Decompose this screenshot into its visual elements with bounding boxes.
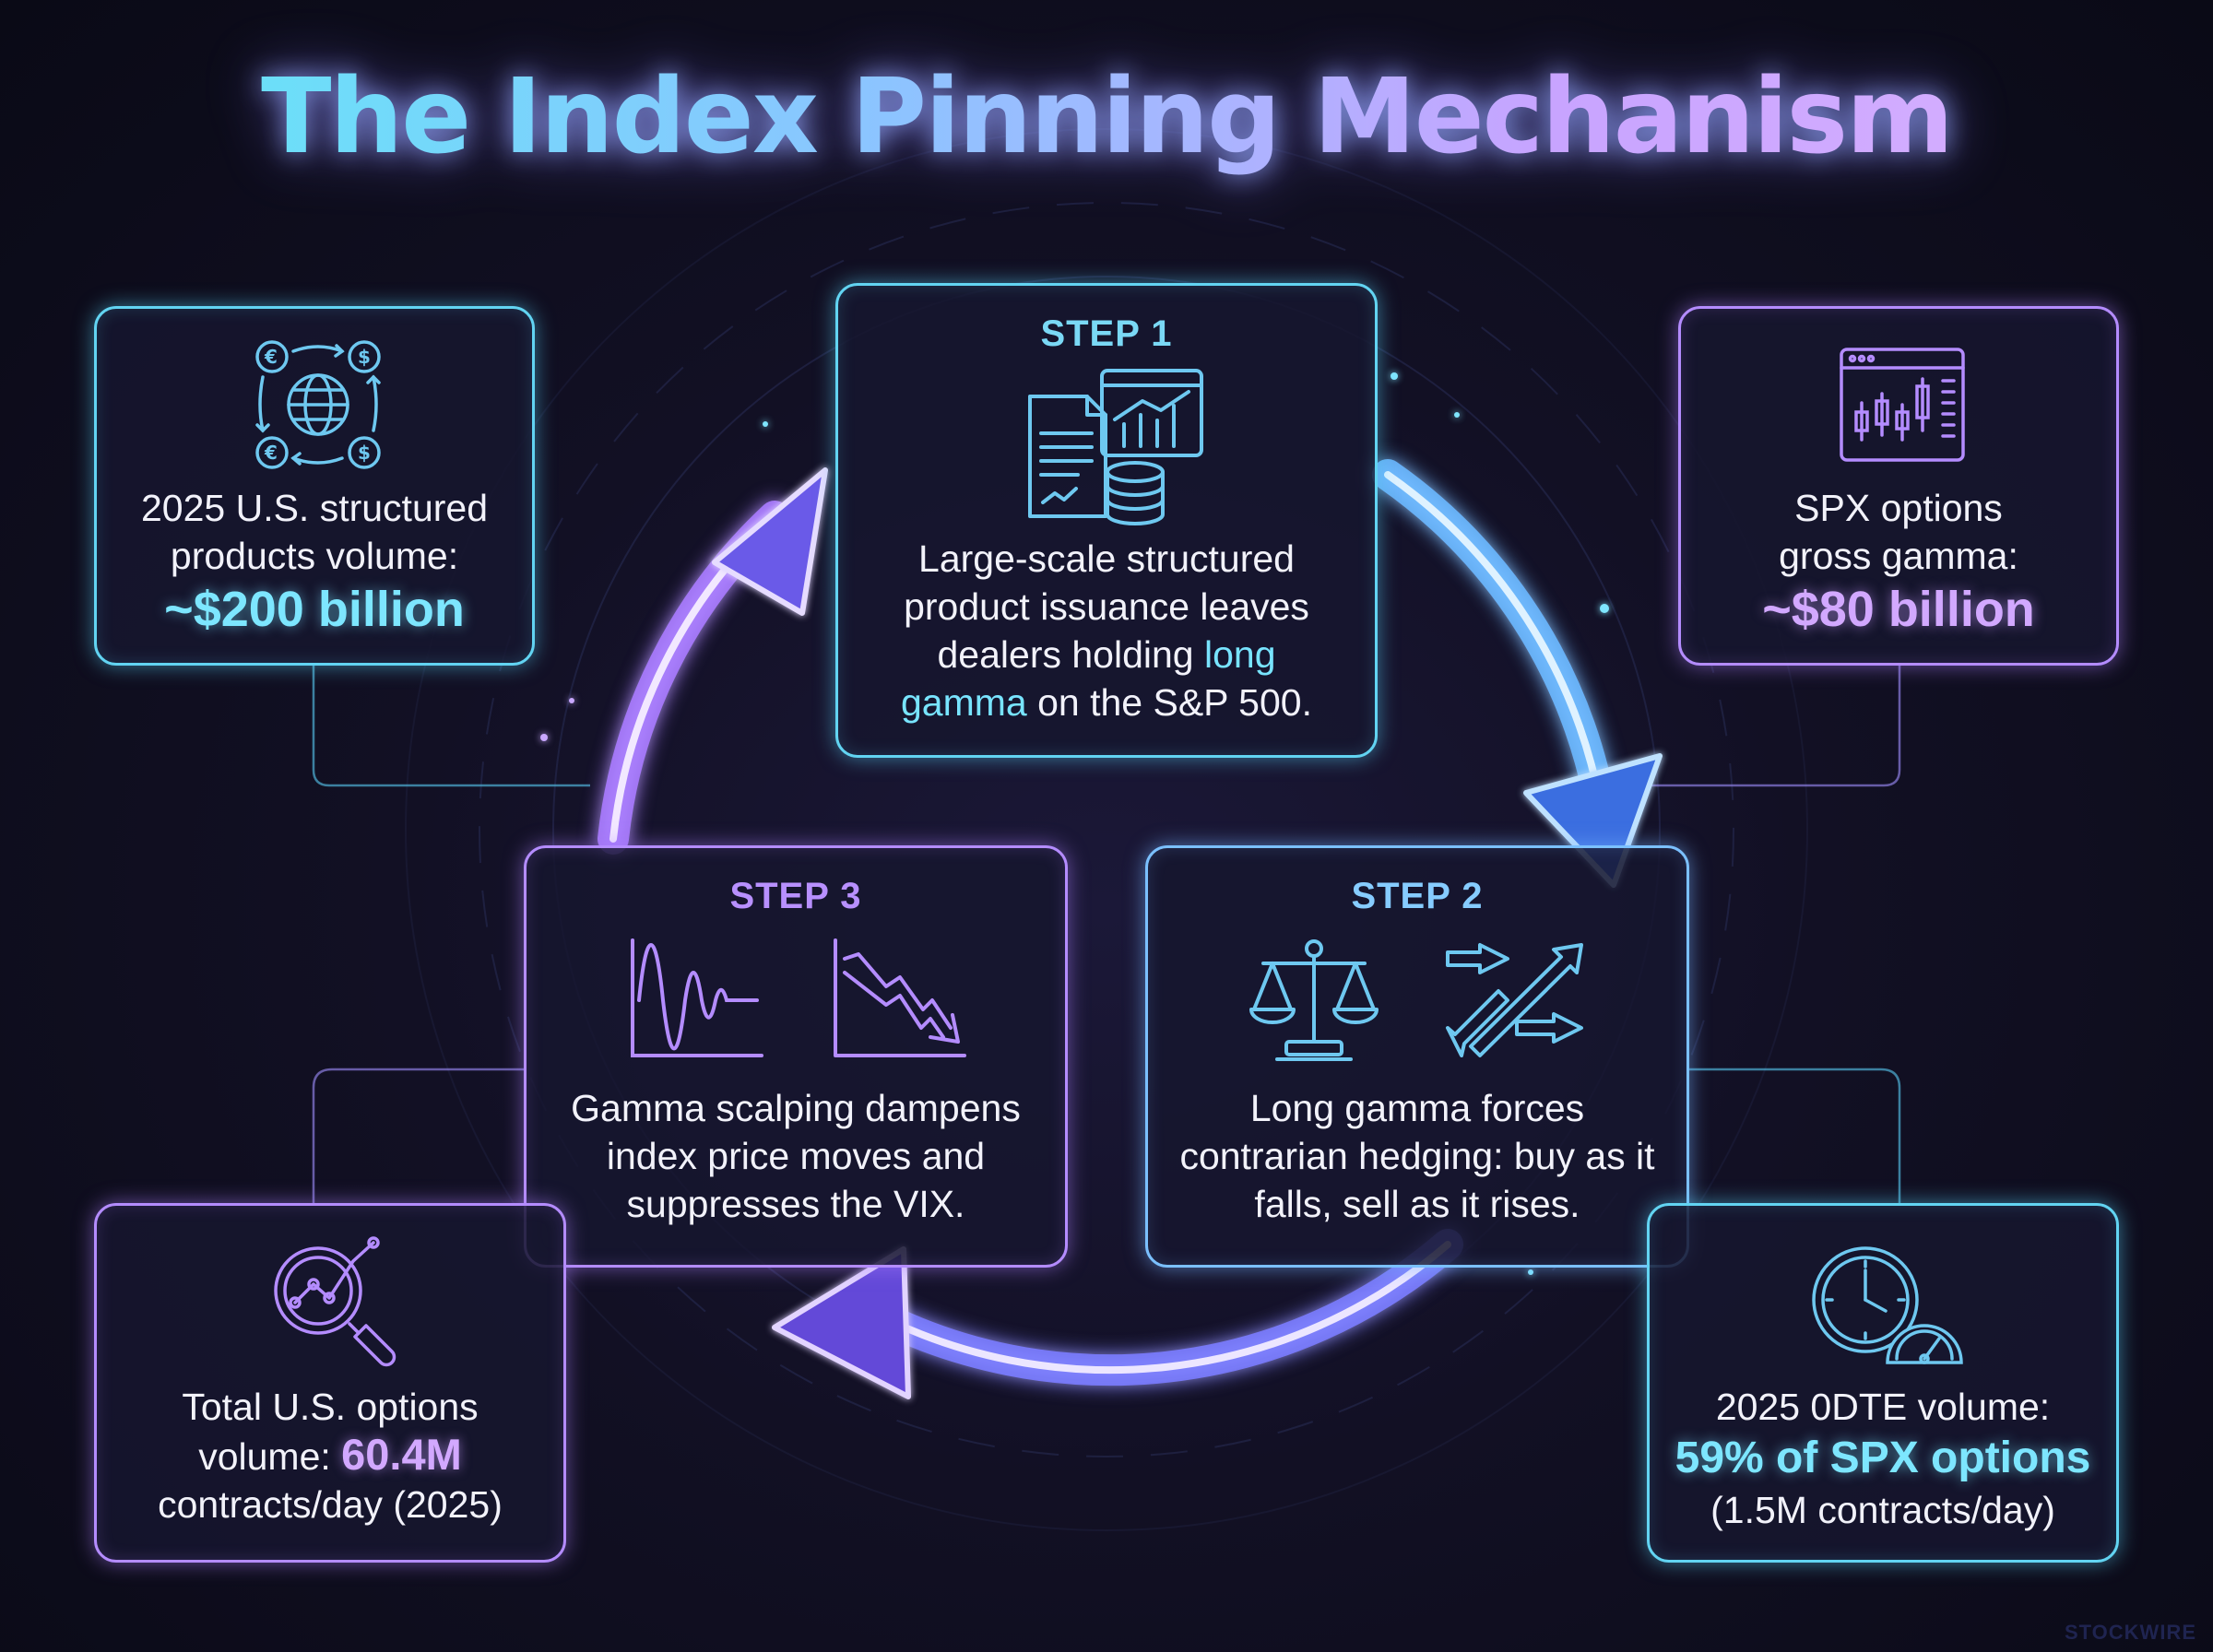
step-1-text-before: Large-scale structured product issuance … <box>904 537 1309 676</box>
step-3-card: STEP 3 Gamma scalping dampens index pric… <box>524 845 1068 1268</box>
stat-card-options-volume: Total U.S. options volume: 60.4M contrac… <box>94 1203 566 1563</box>
stat-card-odte-volume: 2025 0DTE volume: 59% of SPX options (1.… <box>1647 1203 2119 1563</box>
connector-lines <box>312 666 1901 1203</box>
page-title: The Index Pinning Mechanism <box>0 57 2213 177</box>
step-1-description: Large-scale structured product issuance … <box>838 535 1375 726</box>
structured-products-line1: 2025 U.S. structured <box>140 487 489 529</box>
odte-volume-value: 59% of SPX options <box>1675 1434 2091 1482</box>
step-1-highlight: long gamma <box>901 633 1276 724</box>
downtrend-arrow-icon <box>831 936 969 1065</box>
odte-volume-line1: 2025 0DTE volume: <box>1715 1386 2051 1428</box>
watermark: STOCKWIRE <box>2064 1621 2196 1644</box>
spx-gamma-label: SPX options gross gamma: <box>1681 484 2116 580</box>
options-volume-label: Total U.S. options volume: 60.4M contrac… <box>97 1383 563 1528</box>
spx-gamma-line1: SPX options <box>1794 487 2003 529</box>
options-volume-line1: Total U.S. options <box>182 1386 479 1428</box>
step-3-label: STEP 3 <box>729 876 862 916</box>
magnifier-chart-icon <box>263 1233 401 1372</box>
step-2-card: STEP 2 Long gamma forces contrarian hedg… <box>1145 845 1689 1268</box>
odte-volume-label: 2025 0DTE volume: 59% of SPX options (1.… <box>1650 1383 2116 1534</box>
step-1-text-after: on the S&P 500. <box>1026 681 1312 724</box>
balance-scale-icon <box>1249 936 1379 1065</box>
step-1-label: STEP 1 <box>1040 313 1173 354</box>
spx-gamma-value: ~$80 billion <box>1762 582 2035 637</box>
stat-card-spx-gamma: SPX options gross gamma: ~$80 billion <box>1678 306 2119 666</box>
svg-text:€: € <box>264 346 278 368</box>
svg-text:€: € <box>264 442 278 464</box>
odte-volume-line3: (1.5M contracts/day) <box>1710 1489 2055 1531</box>
dampened-wave-icon <box>628 936 766 1065</box>
options-volume-line2-prefix: volume: <box>198 1435 342 1478</box>
cycle-arrowheads <box>712 467 1663 1399</box>
sparkles <box>540 372 1609 1275</box>
options-volume-line3: contracts/day (2025) <box>158 1483 503 1526</box>
svg-text:$: $ <box>358 442 371 464</box>
globe-currency-exchange-icon: € $ € $ <box>252 338 385 471</box>
structured-products-value: ~$200 billion <box>164 582 465 637</box>
spx-gamma-line2: gross gamma: <box>1779 535 2018 577</box>
candlestick-window-icon <box>1840 348 1965 462</box>
step-2-label: STEP 2 <box>1351 876 1484 916</box>
options-volume-value: 60.4M <box>341 1430 462 1479</box>
stat-card-structured-products: € $ € $ 2025 U.S. structured products vo… <box>94 306 535 666</box>
arrowhead-step1-to-step2 <box>1523 753 1663 888</box>
step-3-description: Gamma scalping dampens index price moves… <box>571 1087 1021 1225</box>
svg-text:$: $ <box>358 346 371 368</box>
structured-products-line2: products volume: <box>170 535 459 577</box>
structured-products-label: 2025 U.S. structured products volume: <box>97 484 532 580</box>
step-1-card: STEP 1 Large-scale structured product is… <box>835 283 1378 758</box>
documents-chart-coins-icon <box>1023 369 1207 525</box>
step-2-description: Long gamma forces contrarian hedging: bu… <box>1179 1087 1655 1225</box>
crossing-arrows-icon <box>1443 940 1591 1060</box>
arrowhead-step2-to-step3 <box>772 1246 911 1399</box>
clock-speedometer-icon <box>1808 1243 1965 1372</box>
arrowhead-step3-to-step1 <box>712 467 828 616</box>
